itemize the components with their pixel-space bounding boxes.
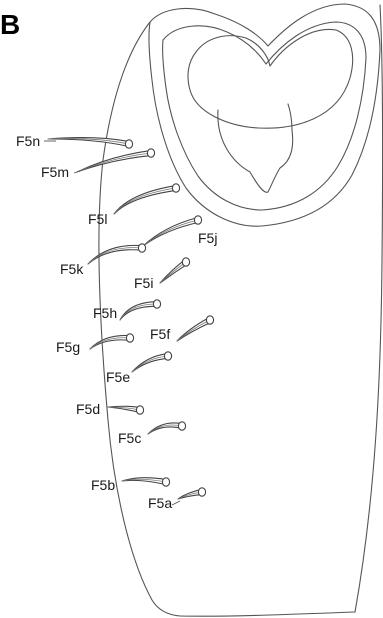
head-capsule	[149, 4, 380, 226]
seta-f5c: F5c	[118, 422, 186, 446]
seta-f5j: F5j	[143, 216, 217, 246]
seta-f5n: F5n	[16, 133, 133, 149]
seta-f5m: F5m	[41, 149, 155, 180]
seta-socket	[178, 422, 185, 430]
seta-socket	[126, 334, 133, 342]
seta-f5f: F5f	[150, 316, 214, 342]
seta-socket	[153, 300, 160, 308]
seta-label: F5l	[88, 211, 107, 227]
seta-label: F5f	[150, 326, 170, 342]
seta-f5b: F5b	[91, 477, 170, 493]
seta-label: F5h	[93, 305, 117, 321]
seta-socket	[138, 244, 145, 252]
seta-shaft	[148, 423, 183, 434]
seta-leader-line	[172, 501, 180, 505]
seta-shaft	[77, 151, 152, 172]
seta-label: F5d	[76, 401, 100, 417]
seta-label: F5e	[106, 369, 130, 385]
seta-f5l: F5l	[88, 184, 180, 227]
seta-socket	[182, 258, 189, 266]
seta-socket	[198, 488, 205, 496]
seta-socket	[162, 478, 169, 486]
seta-label: F5c	[118, 430, 141, 446]
seta-leader-line	[74, 171, 80, 173]
seta-f5a: F5a	[148, 488, 206, 511]
seta-socket	[206, 316, 213, 324]
seta-label: F5j	[198, 230, 217, 246]
seta-label: F5a	[148, 495, 172, 511]
seta-label: F5b	[91, 477, 115, 493]
seta-f5d: F5d	[76, 401, 144, 417]
body-bottom-edge	[180, 612, 355, 616]
seta-f5k: F5k	[60, 244, 146, 277]
seta-f5h: F5h	[93, 300, 161, 321]
head-lobe	[218, 104, 293, 192]
seta-f5g: F5g	[56, 334, 134, 355]
seta-f5e: F5e	[106, 352, 172, 385]
seta-shaft	[88, 245, 143, 264]
seta-label: F5m	[41, 164, 69, 180]
seta-label: F5g	[56, 339, 80, 355]
head-outer-rim	[149, 4, 380, 226]
body-outline	[99, 5, 383, 616]
seta-socket	[136, 406, 143, 414]
seta-socket	[172, 184, 179, 192]
seta-socket	[164, 352, 171, 360]
seta-label: F5n	[16, 133, 40, 149]
seta-socket	[147, 149, 154, 157]
seta-shaft	[114, 186, 177, 214]
seta-label: F5i	[134, 275, 153, 291]
seta-socket	[125, 140, 132, 148]
seta-f5i: F5i	[134, 258, 190, 291]
body-right-edge	[355, 5, 383, 612]
head-inner-rim	[163, 22, 366, 210]
seta-socket	[194, 216, 201, 224]
seta-label: F5k	[60, 261, 84, 277]
panel-letter: B	[0, 9, 20, 40]
